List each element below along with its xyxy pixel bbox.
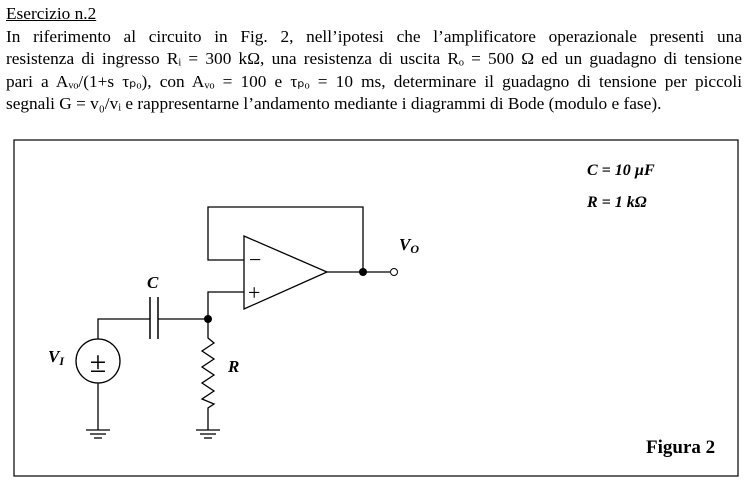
figure-frame bbox=[13, 139, 739, 477]
text-line: pari a Aᵥₒ/(1+s τₚₒ), con Aᵥₒ = 100 e τₚ… bbox=[6, 71, 742, 91]
circuit-wires bbox=[97, 206, 390, 430]
opamp bbox=[243, 235, 329, 311]
voltage-source-icon bbox=[75, 338, 121, 384]
input-label: VI bbox=[48, 347, 65, 368]
exercise-text: Esercizio n.2 In riferimento al circuito… bbox=[6, 3, 742, 116]
capacitor bbox=[149, 297, 159, 339]
exercise-title: Esercizio n.2 bbox=[6, 4, 97, 23]
output-label: VO bbox=[399, 235, 419, 256]
plus-sign: + bbox=[248, 280, 260, 305]
text-line: resistenza di ingresso Rᵢ = 300 kΩ, una … bbox=[6, 49, 742, 68]
source-symbol: ± bbox=[90, 346, 106, 379]
ground-icon bbox=[86, 429, 110, 439]
resistor-label: R bbox=[227, 357, 239, 376]
capacitor-label: C bbox=[147, 273, 159, 292]
ground-icon bbox=[196, 429, 220, 439]
node-dot bbox=[359, 268, 367, 276]
param-capacitance: C = 10 µF bbox=[587, 162, 655, 179]
text-line: segnali G = v₀/vᵢ e rappresentarne l’and… bbox=[6, 94, 662, 113]
minus-sign: − bbox=[249, 247, 261, 272]
output-terminal bbox=[390, 268, 398, 276]
text-line: In riferimento al circuito in Fig. 2, ne… bbox=[6, 26, 742, 46]
node-dot bbox=[204, 315, 212, 323]
figure-caption: Figura 2 bbox=[646, 437, 715, 458]
param-resistance: R = 1 kΩ bbox=[586, 194, 647, 211]
